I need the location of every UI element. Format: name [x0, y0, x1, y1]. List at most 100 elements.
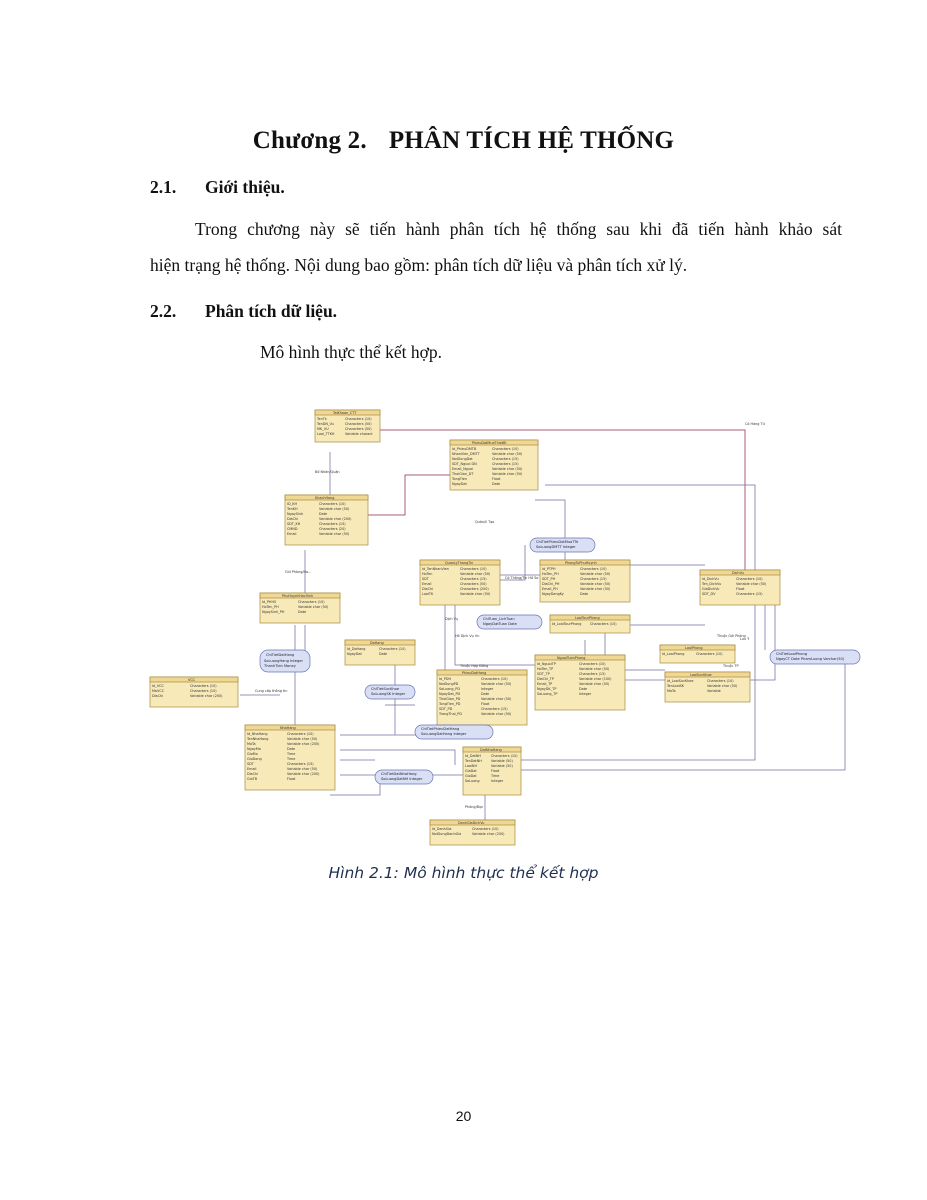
- svg-text:TaiKhoan_CTT: TaiKhoan_CTT: [332, 411, 357, 415]
- svg-text:NgayDangKy: NgayDangKy: [542, 592, 564, 596]
- svg-text:GioMo: GioMo: [247, 752, 258, 756]
- svg-text:TenTk: TenTk: [316, 417, 327, 421]
- svg-text:PhongTuPhuHuynh: PhongTuPhuHuynh: [565, 561, 597, 565]
- svg-text:Float: Float: [492, 477, 501, 481]
- svg-text:Date: Date: [319, 512, 327, 516]
- svg-text:DiaChi: DiaChi: [152, 694, 163, 698]
- svg-text:Id_DatNH: Id_DatNH: [465, 754, 481, 758]
- entity-loai-suc-khoe: LoaiSucKhoe Id_LoaiSucKhoeTenLoaiSKMoTa …: [664, 671, 751, 703]
- svg-text:HoTen_PH: HoTen_PH: [262, 605, 279, 609]
- svg-text:Bố Nhân/Quận: Bố Nhân/Quận: [315, 470, 340, 474]
- svg-text:Id_LoaiPhong: Id_LoaiPhong: [662, 652, 684, 656]
- svg-text:Email: Email: [422, 582, 431, 586]
- svg-text:SDT: SDT: [422, 577, 430, 581]
- svg-text:Characters (15): Characters (15): [492, 457, 519, 461]
- chapter-name: PHÂN TÍCH HỆ THỐNG: [388, 127, 675, 154]
- svg-text:Characters (10): Characters (10): [481, 677, 508, 681]
- section-number: 2.2.: [150, 301, 177, 321]
- svg-text:Variable charact: Variable charact: [345, 432, 373, 436]
- svg-text:DiaChi_PH: DiaChi_PH: [542, 582, 560, 586]
- svg-text:Integer: Integer: [481, 687, 494, 691]
- entity-phieu-dat-hang: PhieuDatHang Id_PDHNoiDungPDSoLuong_PDNg…: [436, 669, 528, 726]
- svg-text:Variable char (200): Variable char (200): [287, 772, 320, 776]
- svg-text:SDT_DV: SDT_DV: [702, 592, 716, 596]
- svg-text:SoLuongDatNH Integer: SoLuongDatNH Integer: [381, 777, 423, 781]
- svg-text:Date: Date: [481, 692, 489, 696]
- svg-text:QuanLyThongTin: QuanLyThongTin: [445, 561, 473, 565]
- svg-text:Variable char (50): Variable char (50): [492, 467, 523, 471]
- erd-diagram: Bố Nhân/Quận Quản/lí Tạo Giữ Phòng/Ha...…: [149, 409, 861, 846]
- svg-text:Id_NguoiTP: Id_NguoiTP: [537, 662, 556, 666]
- svg-text:Variable char (50): Variable char (50): [580, 572, 611, 576]
- svg-text:Email_TP: Email_TP: [537, 682, 552, 686]
- entity-phieu-dat-mua: PhieuDatMuaThietBi Id_PhieuDMTBNhanVien_…: [449, 439, 539, 491]
- svg-text:MK_VU: MK_VU: [317, 427, 329, 431]
- svg-text:Id_NhaHang: Id_NhaHang: [247, 732, 268, 736]
- svg-text:SoLuongDMTT Integer: SoLuongDMTT Integer: [536, 545, 576, 549]
- svg-text:NgayCT Date PhamLuong Varc: NgayCT Date PhamLuong Varchar(50): [776, 657, 845, 661]
- svg-text:Characters (10): Characters (10): [580, 567, 607, 571]
- svg-text:Variable char (50): Variable char (50): [580, 582, 611, 586]
- svg-text:LoaiTK: LoaiTK: [422, 592, 434, 596]
- entity-dich-vu: DichVu Id_DichVuTen_DichVuGiaDichVuSDT_D…: [699, 569, 781, 606]
- svg-text:LoaiTourPhong: LoaiTourPhong: [575, 616, 600, 620]
- svg-text:Email_PH: Email_PH: [542, 587, 558, 591]
- entity-dat-nha-hang: DatNhaHang Id_DatNHTenDatNHLoaiNHGiaDatG…: [462, 746, 522, 796]
- svg-text:ChiTietDatNhaHang: ChiTietDatNhaHang: [381, 772, 417, 776]
- svg-text:NoiDungPD: NoiDungPD: [439, 682, 459, 686]
- svg-text:ID_KH: ID_KH: [287, 502, 298, 506]
- svg-text:Characters (200): Characters (200): [460, 587, 489, 591]
- svg-text:Có Hàng Từ: Có Hàng Từ: [745, 422, 766, 426]
- svg-text:Time: Time: [490, 774, 499, 778]
- svg-text:Id_LoaiSucKhoe: Id_LoaiSucKhoe: [667, 679, 693, 683]
- svg-text:Characters (10): Characters (10): [319, 502, 346, 506]
- svg-text:Characters (15): Characters (15): [579, 672, 606, 676]
- svg-text:Variable char (50): Variable char (50): [492, 472, 523, 476]
- svg-text:Characters (10): Characters (10): [590, 622, 617, 626]
- svg-text:TenDatNH: TenDatNH: [464, 759, 482, 763]
- svg-text:Characters (10): Characters (10): [298, 600, 325, 604]
- svg-text:Phòng/Đọc: Phòng/Đọc: [465, 805, 483, 809]
- svg-text:Variable char (50): Variable char (50): [287, 737, 318, 741]
- svg-text:Giữ Phòng/Ha...: Giữ Phòng/Ha...: [285, 570, 311, 574]
- svg-text:Id_PDH: Id_PDH: [439, 677, 452, 681]
- svg-text:Variable char (50): Variable char (50): [481, 697, 512, 701]
- svg-text:NguoiTuanPhong: NguoiTuanPhong: [557, 656, 585, 660]
- svg-text:Characters (10): Characters (10): [492, 447, 519, 451]
- svg-text:NgayDat: NgayDat: [347, 652, 362, 656]
- svg-text:Date: Date: [379, 652, 387, 656]
- svg-text:Characters (10): Characters (10): [287, 732, 314, 736]
- svg-text:ChiTietPhieuDatMuaTTe: ChiTietPhieuDatMuaTTe: [536, 540, 579, 544]
- svg-text:Float: Float: [287, 777, 296, 781]
- svg-text:HoTen_PH: HoTen_PH: [542, 572, 559, 576]
- section-number: 2.1.: [150, 177, 177, 197]
- svg-text:Characters (15): Characters (15): [287, 762, 314, 766]
- svg-text:Variable char (200): Variable char (200): [472, 832, 505, 836]
- svg-text:ThoiGian_PD: ThoiGian_PD: [438, 697, 461, 701]
- svg-text:Variable char (50): Variable char (50): [579, 682, 610, 686]
- svg-text:Variable char (50): Variable char (50): [492, 452, 523, 456]
- section-title: Phân tích dữ liệu.: [205, 301, 338, 321]
- svg-text:NgayDatTuan Date: NgayDatTuan Date: [483, 622, 518, 626]
- svg-text:GiaTB: GiaTB: [247, 777, 258, 781]
- svg-text:Email: Email: [287, 532, 296, 536]
- svg-text:Variable char (50): Variable char (50): [707, 684, 738, 688]
- svg-text:Characters (10): Characters (10): [696, 652, 723, 656]
- section-heading-data-analysis: 2.2. Phân tích dữ liệu.: [150, 301, 337, 322]
- svg-text:Variable char (50): Variable char (50): [319, 532, 350, 536]
- svg-text:CMND: CMND: [287, 527, 298, 531]
- svg-text:Variable char (100): Variable char (100): [579, 677, 612, 681]
- svg-text:DoHang: DoHang: [370, 641, 384, 645]
- svg-text:Characters (15): Characters (15): [580, 577, 607, 581]
- svg-text:Integer: Integer: [579, 692, 592, 696]
- svg-text:Loai_TTKH: Loai_TTKH: [317, 432, 335, 436]
- svg-text:Thuộc TP: Thuộc TP: [722, 664, 739, 668]
